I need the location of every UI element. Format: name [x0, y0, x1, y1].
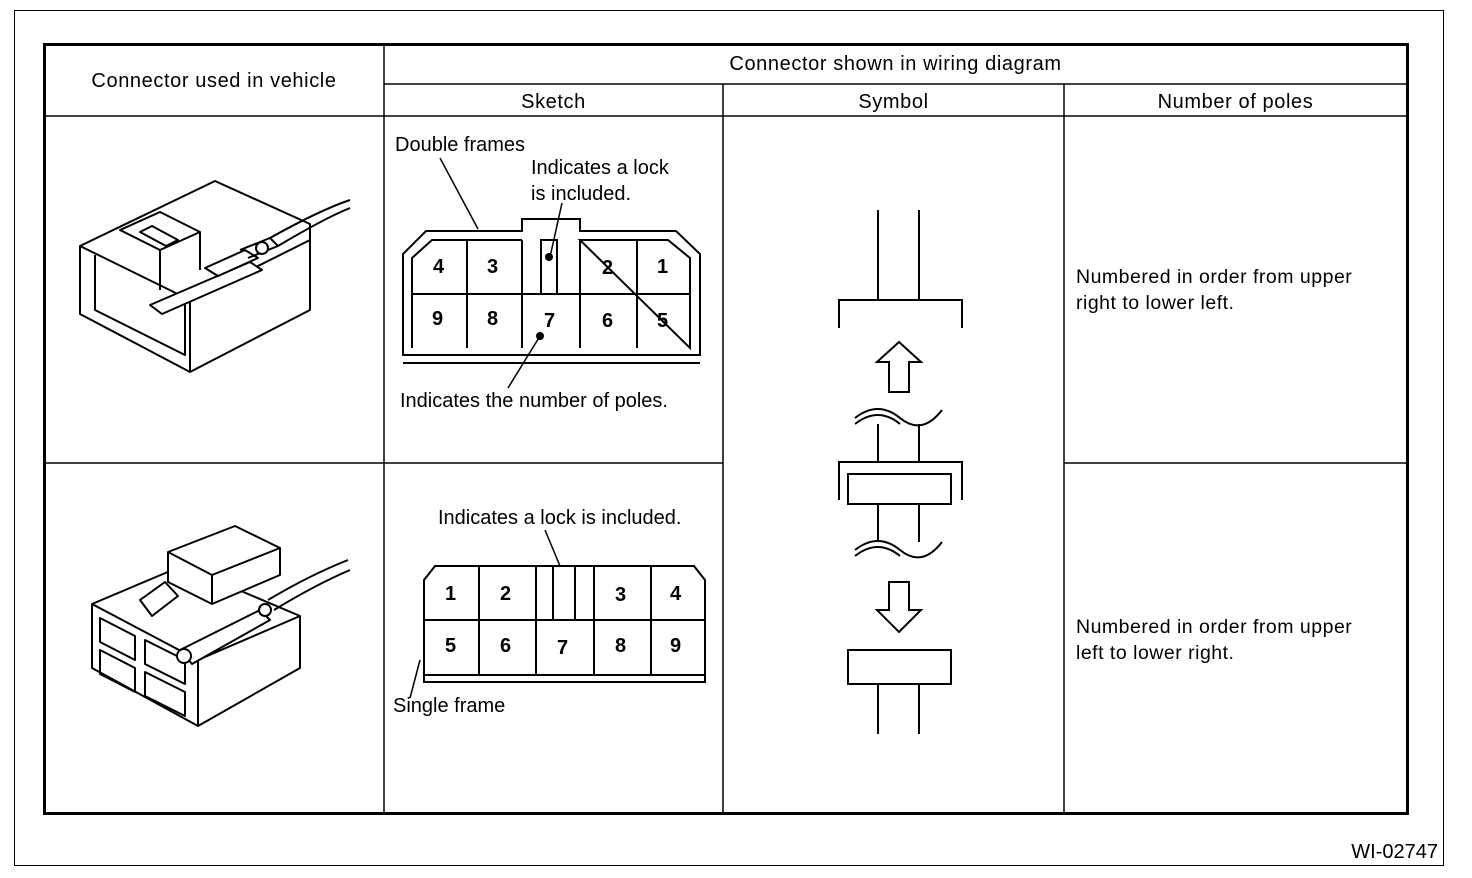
label-lock-included: Indicates a lock is included.	[438, 507, 682, 529]
pin-number: 1	[657, 256, 669, 278]
pin-number: 5	[445, 635, 457, 657]
label-lock-line2: is included.	[531, 183, 632, 205]
label-number-of-poles: Indicates the number of poles.	[400, 390, 668, 412]
header-sketch: Sketch	[521, 91, 586, 113]
poles-description-row2-line1: Numbered in order from upper	[1076, 616, 1353, 638]
label-lock-line1: Indicates a lock	[531, 157, 669, 179]
pin-number: 7	[557, 637, 569, 659]
vehicle-connector-1-illustration	[79, 180, 351, 373]
pin-number: 9	[670, 635, 682, 657]
pin-number: 3	[615, 584, 627, 606]
header-number-of-poles: Number of poles	[1157, 91, 1314, 113]
arrow-down-icon	[874, 581, 924, 634]
pin-number: 2	[500, 583, 512, 605]
pin-number: 2	[602, 257, 614, 279]
pin-number: 4	[670, 583, 682, 605]
poles-description-row2-line2: left to lower right.	[1076, 642, 1235, 664]
header-connector-used-in-vehicle: Connector used in vehicle	[91, 70, 337, 92]
figure-frame	[14, 10, 1444, 866]
vehicle-connector-2-illustration	[91, 525, 351, 727]
pin-number: 4	[433, 256, 445, 278]
pin-number: 8	[487, 308, 499, 330]
pin-number: 9	[432, 308, 444, 330]
figure-code: WI-02747	[1351, 841, 1438, 863]
pin-number: 6	[500, 635, 512, 657]
sketch-single-frame-connector	[409, 529, 706, 699]
label-single-frame: Single frame	[393, 695, 506, 717]
header-symbol: Symbol	[858, 91, 929, 113]
table-border	[43, 43, 1409, 815]
pin-number: 3	[487, 256, 499, 278]
pin-number: 8	[615, 635, 627, 657]
label-double-frames: Double frames	[395, 134, 526, 156]
header-connector-shown-in-wiring-diagram: Connector shown in wiring diagram	[729, 53, 1062, 75]
arrow-up-icon	[874, 340, 924, 393]
sketch-double-frame-connector	[402, 157, 701, 389]
pin-number: 7	[544, 310, 556, 332]
pin-number: 5	[657, 310, 669, 332]
wiring-symbol	[838, 210, 963, 734]
pin-number: 6	[602, 310, 614, 332]
poles-description-row1-line1: Numbered in order from upper	[1076, 266, 1353, 288]
pin-number: 1	[445, 583, 457, 605]
poles-description-row1-line2: right to lower left.	[1076, 292, 1235, 314]
